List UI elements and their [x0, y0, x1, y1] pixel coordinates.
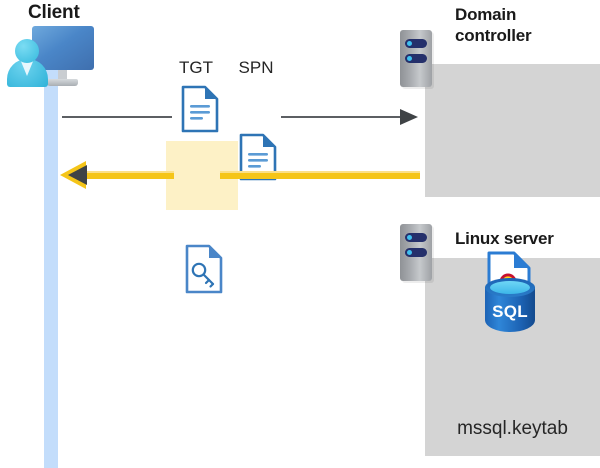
rack-slot-icon	[405, 233, 427, 242]
person-collar-icon	[20, 59, 34, 76]
rack-slot-icon	[405, 248, 427, 257]
domain-controller-title: Domain controller	[455, 4, 595, 46]
key-document-icon	[185, 244, 600, 294]
request-line-segment-left	[62, 116, 172, 118]
client-title: Client	[28, 2, 80, 23]
client-lifeline	[44, 60, 58, 468]
domain-controller-title-line1: Domain	[455, 5, 517, 24]
linux-server-server-rack-icon	[400, 224, 432, 281]
response-arrow-to-client	[60, 161, 420, 189]
spn-label: SPN	[238, 58, 274, 77]
request-arrow-to-domain-controller	[281, 109, 418, 125]
rack-slot-icon	[405, 39, 427, 48]
user-workstation-icon	[6, 26, 98, 92]
tgt-document-icon	[181, 85, 600, 133]
monitor-screen-icon	[32, 26, 94, 70]
domain-controller-server-rack-icon	[400, 30, 432, 87]
keytab-filename-label: mssql.keytab	[457, 418, 568, 439]
sql-label: SQL	[492, 302, 528, 321]
domain-controller-title-line2: controller	[455, 26, 532, 45]
database-cylinder-top-highlight	[490, 281, 530, 294]
monitor-neck-icon	[58, 70, 67, 80]
linux-server-title: Linux server	[455, 229, 554, 248]
sql-database-icon: SQL	[483, 278, 537, 340]
tgt-label: TGT	[179, 58, 213, 77]
monitor-base-icon	[47, 79, 78, 86]
rack-slot-icon	[405, 54, 427, 63]
domain-controller-panel	[425, 64, 600, 197]
person-head-icon	[15, 39, 39, 63]
